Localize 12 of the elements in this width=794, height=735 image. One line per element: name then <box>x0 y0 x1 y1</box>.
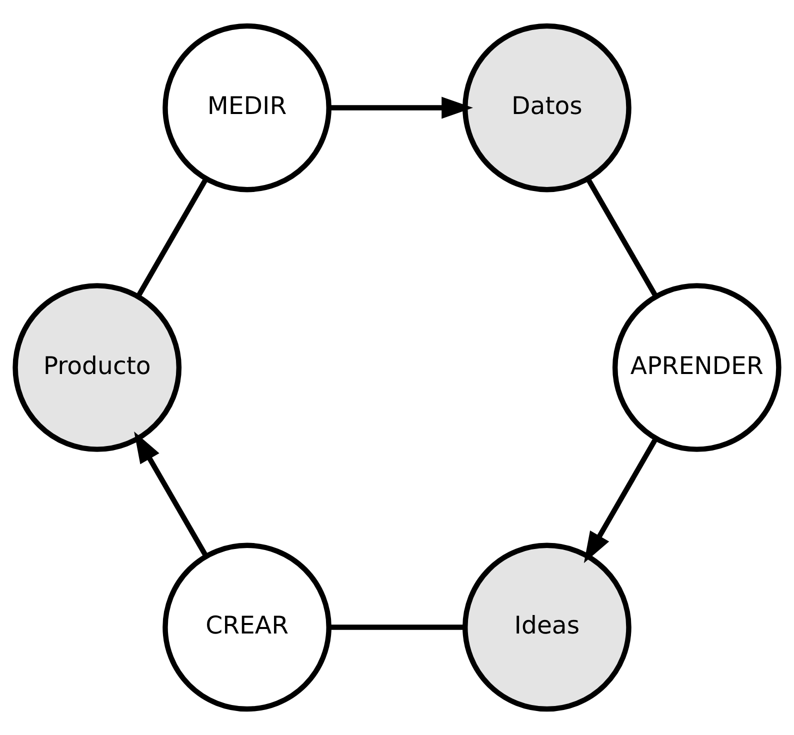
connector <box>328 624 465 630</box>
node-circle: CREAR <box>162 542 332 712</box>
arrow <box>134 432 208 558</box>
connector <box>136 177 208 298</box>
arrow <box>329 96 473 119</box>
connector <box>586 177 658 298</box>
node-circle: APRENDER <box>612 283 782 452</box>
node-circle: Producto <box>12 283 182 452</box>
node-circle: MEDIR <box>162 23 332 192</box>
node-circle: Datos <box>462 23 632 192</box>
node-circle: Ideas <box>462 542 632 712</box>
arrow <box>584 437 658 564</box>
